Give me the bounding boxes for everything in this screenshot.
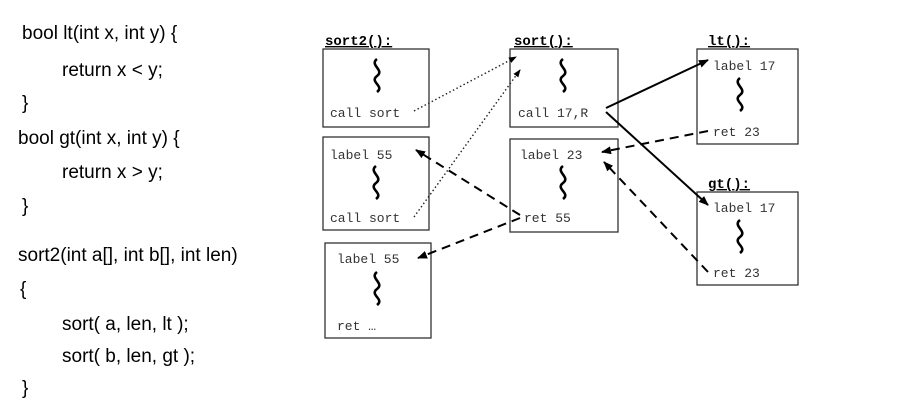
code-line-sort-a: sort( a, len, lt ); — [62, 314, 189, 335]
arrow-call-lt — [605, 59, 709, 109]
lt-frame-1-bottom: ret 23 — [713, 125, 760, 140]
code-line-gt-signature: bool gt(int x, int y) { — [18, 128, 180, 149]
sort2-frame-1: call sort — [322, 48, 430, 128]
squiggle-icon — [736, 76, 744, 113]
lt-frame-1-top: label 17 — [713, 59, 775, 74]
sort2-frame-2-bottom: call sort — [330, 211, 400, 226]
lt-frame-1: label 17 ret 23 — [696, 48, 799, 145]
gt-frame-1: label 17 ret 23 — [696, 191, 799, 286]
code-line-gt-close: } — [22, 196, 29, 217]
code-line-lt-close: } — [22, 93, 29, 114]
squiggle-icon — [559, 57, 567, 94]
arrow-ret-55-frame2 — [415, 149, 521, 216]
arrow-ret-lt — [601, 130, 709, 155]
arrow-call-gt — [605, 111, 709, 206]
sort-frame-2-bottom: ret 55 — [524, 211, 571, 226]
gt-title: gt(): — [708, 177, 750, 193]
sort2-frame-2: label 55 call sort — [322, 136, 430, 231]
sort2-frame-3-top: label 55 — [337, 252, 399, 267]
arrow-ret-gt — [603, 161, 709, 273]
code-line-sort2-close: } — [22, 378, 29, 399]
squiggle-icon — [559, 164, 567, 201]
sort-frame-2-top: label 23 — [520, 148, 582, 163]
source-code: bool lt(int x, int y) { return x < y; } … — [0, 0, 300, 417]
squiggle-icon — [373, 57, 381, 94]
sort-title: sort(): — [514, 34, 573, 50]
sort2-frame-3: label 55 ret … — [324, 242, 432, 339]
code-line-sort2-signature: sort2(int a[], int b[], int len) — [18, 245, 238, 266]
code-line-lt-return: return x < y; — [62, 60, 163, 81]
sort-frame-2: label 23 ret 55 — [509, 138, 619, 233]
sort2-title: sort2(): — [325, 34, 392, 50]
sort2-frame-2-top: label 55 — [330, 148, 392, 163]
code-line-gt-return: return x > y; — [62, 162, 163, 183]
sort-frame-1-bottom: call 17,R — [518, 106, 588, 121]
arrow-call-sort-2 — [413, 69, 521, 218]
lt-title: lt(): — [708, 34, 750, 50]
code-line-sort-b: sort( b, len, gt ); — [62, 346, 196, 367]
arrow-ret-55-frame3 — [417, 217, 521, 259]
sort-frame-1: call 17,R — [509, 48, 619, 128]
gt-frame-1-top: label 17 — [713, 201, 775, 216]
code-line-sort2-open: { — [20, 279, 27, 300]
code-line-lt-signature: bool lt(int x, int y) { — [22, 23, 178, 44]
gt-frame-1-bottom: ret 23 — [713, 266, 760, 281]
squiggle-icon — [736, 218, 744, 255]
arrow-call-sort-1 — [413, 56, 517, 112]
sort2-frame-3-bottom: ret … — [337, 319, 376, 334]
squiggle-icon — [373, 270, 381, 307]
squiggle-icon — [372, 164, 380, 201]
sort2-frame-1-bottom: call sort — [330, 106, 400, 121]
